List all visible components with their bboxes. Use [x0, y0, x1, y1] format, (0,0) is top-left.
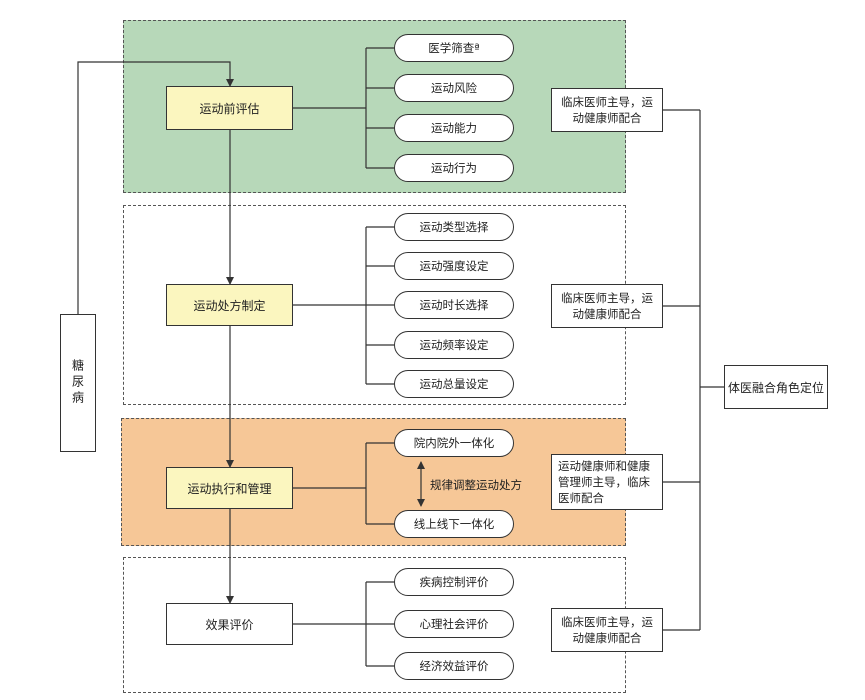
stage-box-evaluation: 效果评价: [166, 603, 293, 645]
item-pill: 运动总量设定: [394, 370, 514, 398]
stage-label: 运动执行和管理: [187, 481, 272, 496]
item-pill: 院内院外一体化: [394, 429, 514, 457]
diabetes-label-box: 糖尿病: [60, 314, 96, 452]
stage-label: 运动处方制定: [193, 298, 266, 313]
item-pill: 医学筛查ª: [394, 34, 514, 62]
item-pill: 运动行为: [394, 154, 514, 182]
item-pill: 运动风险: [394, 74, 514, 102]
diabetes-label: 糖尿病: [70, 359, 85, 407]
item-pill: 运动时长选择: [394, 291, 514, 319]
role-box-3: 运动健康师和健康管理师主导，临床医师配合: [551, 454, 663, 510]
item-pill: 经济效益评价: [394, 652, 514, 680]
stage-box-pre-assessment: 运动前评估: [166, 86, 293, 130]
role-box-1: 临床医师主导，运动健康师配合: [551, 88, 663, 132]
item-pill: 疾病控制评价: [394, 568, 514, 596]
item-pill: 心理社会评价: [394, 610, 514, 638]
item-pill: 运动类型选择: [394, 213, 514, 241]
item-pill: 运动频率设定: [394, 331, 514, 359]
stage-box-execution: 运动执行和管理: [166, 467, 293, 509]
role-box-2: 临床医师主导，运动健康师配合: [551, 284, 663, 328]
stage-box-prescription: 运动处方制定: [166, 284, 293, 326]
adjust-prescription-note: 规律调整运动处方: [430, 478, 522, 492]
role-box-4: 临床医师主导，运动健康师配合: [551, 608, 663, 652]
item-pill: 运动能力: [394, 114, 514, 142]
entry-arrow: [77, 61, 234, 314]
stage-label: 效果评价: [205, 617, 254, 632]
item-pill: 运动强度设定: [394, 252, 514, 280]
position-label: 体医融合角色定位: [727, 380, 824, 395]
item-pill: 线上线下一体化: [394, 510, 514, 538]
position-box: 体医融合角色定位: [724, 365, 828, 409]
stage-label: 运动前评估: [199, 101, 260, 116]
